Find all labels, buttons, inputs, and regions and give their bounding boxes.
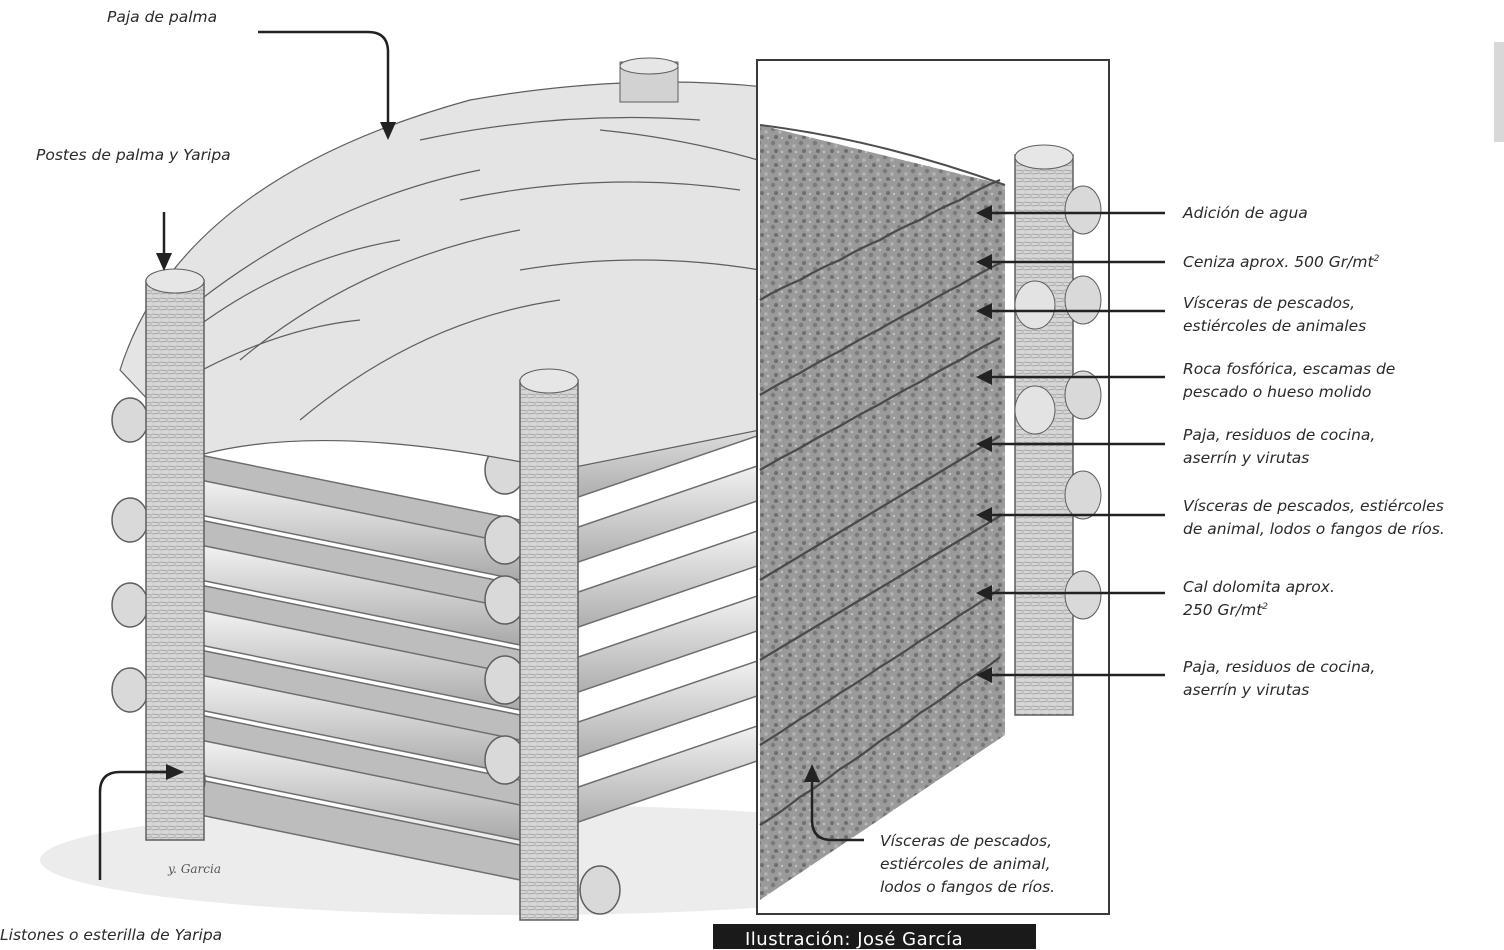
label-visceras-1: Vísceras de pescados, estiércoles de ani… [1183, 292, 1366, 338]
label-paja-2: Paja, residuos de cocina, aserrín y viru… [1183, 656, 1375, 702]
label-agua: Adición de agua [1183, 202, 1308, 225]
front-post [520, 369, 578, 920]
label-visceras-2: Vísceras de pescados, estiércoles de ani… [1183, 495, 1445, 541]
cutaway-panel [757, 60, 1109, 914]
label-ceniza: Ceniza aprox. 500 Gr/mt2 [1183, 251, 1379, 274]
caption-text: Ilustración: José García [745, 930, 963, 950]
left-face-logs [200, 455, 520, 880]
corner-bar [1494, 42, 1504, 142]
label-paja-1: Paja, residuos de cocina, aserrín y viru… [1183, 424, 1375, 470]
left-post [146, 269, 204, 840]
label-visceras-bottom: Vísceras de pescados, estiércoles de ani… [880, 830, 1055, 899]
label-paja-palma: Paja de palma [107, 6, 217, 29]
label-listones: Listones o esterilla de Yaripa [0, 924, 222, 947]
artist-signature: y. Garcia [168, 862, 221, 876]
label-cal: Cal dolomita aprox. 250 Gr/mt2 [1183, 576, 1335, 622]
label-postes: Postes de palma y Yaripa [36, 144, 231, 167]
label-roca: Roca fosfórica, escamas de pescado o hue… [1183, 358, 1395, 404]
